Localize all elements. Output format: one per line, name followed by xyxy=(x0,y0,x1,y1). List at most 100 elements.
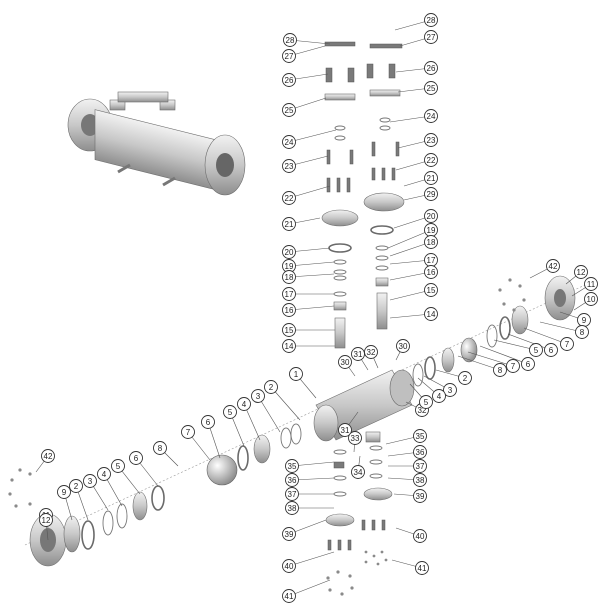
part-callout-number: 14 xyxy=(285,342,294,351)
part-callout-number: 20 xyxy=(427,212,436,221)
part-callout-number: 26 xyxy=(427,64,436,73)
part-callout-10: 10 xyxy=(584,292,598,306)
callout-leader-line xyxy=(507,333,552,351)
part-callout-29: 29 xyxy=(424,187,438,201)
part-callout-number: 33 xyxy=(351,434,360,443)
part-callout-23: 23 xyxy=(282,159,296,173)
part-callout-20: 20 xyxy=(424,209,438,223)
part-callout-34: 34 xyxy=(351,465,365,479)
part-callout-number: 32 xyxy=(367,348,376,357)
bolt-circle-bottom xyxy=(326,570,354,596)
assembled-valve-image xyxy=(67,91,246,196)
part-callout-5: 5 xyxy=(223,405,237,419)
part-callout-number: 5 xyxy=(116,462,121,471)
left-end-flange xyxy=(29,513,81,567)
part-callout-12: 12 xyxy=(574,265,588,279)
part-callout-number: 36 xyxy=(288,476,297,485)
exploded-axis-line xyxy=(24,284,586,546)
part-callout-number: 38 xyxy=(416,476,425,485)
part-callout-number: 3 xyxy=(448,386,453,395)
left-ball xyxy=(206,454,238,486)
part-callout-39: 39 xyxy=(282,527,296,541)
part-callout-number: 8 xyxy=(498,366,503,375)
part-callout-36: 36 xyxy=(285,473,299,487)
part-callout-number: 27 xyxy=(427,33,436,42)
part-callout-number: 15 xyxy=(427,286,436,295)
part-callout-26: 26 xyxy=(424,61,438,75)
part-callout-number: 6 xyxy=(526,360,531,369)
part-callout-number: 26 xyxy=(285,76,294,85)
part-callout-number: 25 xyxy=(285,106,294,115)
part-callout-15: 15 xyxy=(424,283,438,297)
part-callout-1: 1 xyxy=(289,367,303,381)
part-callout-42: 42 xyxy=(41,449,55,463)
part-callout-9: 9 xyxy=(577,313,591,327)
part-callout-number: 16 xyxy=(427,268,436,277)
part-callout-23: 23 xyxy=(424,133,438,147)
part-callout-27: 27 xyxy=(282,49,296,63)
callout-leader-line xyxy=(288,129,337,143)
part-callout-number: 8 xyxy=(158,444,163,453)
part-callout-35: 35 xyxy=(413,429,427,443)
part-callout-15: 15 xyxy=(282,323,296,337)
part-callout-number: 41 xyxy=(418,564,427,573)
callout-leader-line xyxy=(389,271,432,281)
callout-leader-line xyxy=(467,351,514,367)
part-callout-number: 5 xyxy=(228,408,233,417)
part-callout-3: 3 xyxy=(443,383,457,397)
bolt-circle-right xyxy=(498,278,526,312)
part-callout-20: 20 xyxy=(282,245,296,259)
part-callout-7: 7 xyxy=(506,359,520,373)
part-callout-21: 21 xyxy=(424,171,438,185)
part-callout-number: 11 xyxy=(587,280,596,289)
part-callout-11: 11 xyxy=(584,277,598,291)
left-stem-stack xyxy=(321,41,359,349)
part-callout-number: 18 xyxy=(427,238,436,247)
part-callout-31: 31 xyxy=(351,347,365,361)
part-callout-number: 35 xyxy=(416,432,425,441)
part-callout-number: 4 xyxy=(102,470,107,479)
part-callout-18: 18 xyxy=(424,235,438,249)
part-callout-25: 25 xyxy=(424,81,438,95)
part-callout-35: 35 xyxy=(285,459,299,473)
part-callout-9: 9 xyxy=(57,485,71,499)
callout-leader-line xyxy=(479,345,529,365)
part-callout-number: 36 xyxy=(416,448,425,457)
part-callout-14: 14 xyxy=(282,339,296,353)
part-callout-number: 5 xyxy=(424,398,429,407)
part-callout-number: 2 xyxy=(74,482,79,491)
part-callout-number: 30 xyxy=(399,342,408,351)
part-callout-3: 3 xyxy=(251,389,265,403)
part-callout-number: 4 xyxy=(242,400,247,409)
part-callout-8: 8 xyxy=(493,363,507,377)
part-callout-number: 28 xyxy=(427,16,436,25)
part-callout-28: 28 xyxy=(424,13,438,27)
part-callout-22: 22 xyxy=(282,191,296,205)
callout-leader-line xyxy=(291,461,335,467)
callout-leader-line xyxy=(288,273,335,278)
part-callout-3: 3 xyxy=(83,474,97,488)
part-callout-number: 16 xyxy=(285,306,294,315)
part-callout-number: 15 xyxy=(285,326,294,335)
callout-leader-line xyxy=(288,185,331,199)
part-callout-number: 31 xyxy=(354,350,363,359)
part-callout-19: 19 xyxy=(424,223,438,237)
part-callout-number: 40 xyxy=(285,562,294,571)
part-callout-8: 8 xyxy=(575,325,589,339)
bolt-circle-left xyxy=(8,468,32,508)
part-callout-number: 37 xyxy=(416,462,425,471)
part-callout-number: 30 xyxy=(341,358,350,367)
part-callout-5: 5 xyxy=(419,395,433,409)
part-callout-16: 16 xyxy=(282,303,296,317)
part-callout-40: 40 xyxy=(413,529,427,543)
part-callout-31: 31 xyxy=(338,423,352,437)
part-callout-6: 6 xyxy=(201,415,215,429)
part-callout-number: 24 xyxy=(427,112,436,121)
part-callout-number: 22 xyxy=(285,194,294,203)
part-callout-number: 19 xyxy=(285,262,294,271)
part-callout-18: 18 xyxy=(282,270,296,284)
part-callout-number: 9 xyxy=(62,488,67,497)
part-callout-41: 41 xyxy=(415,561,429,575)
part-callout-4: 4 xyxy=(237,397,251,411)
part-callout-number: 21 xyxy=(285,220,294,229)
